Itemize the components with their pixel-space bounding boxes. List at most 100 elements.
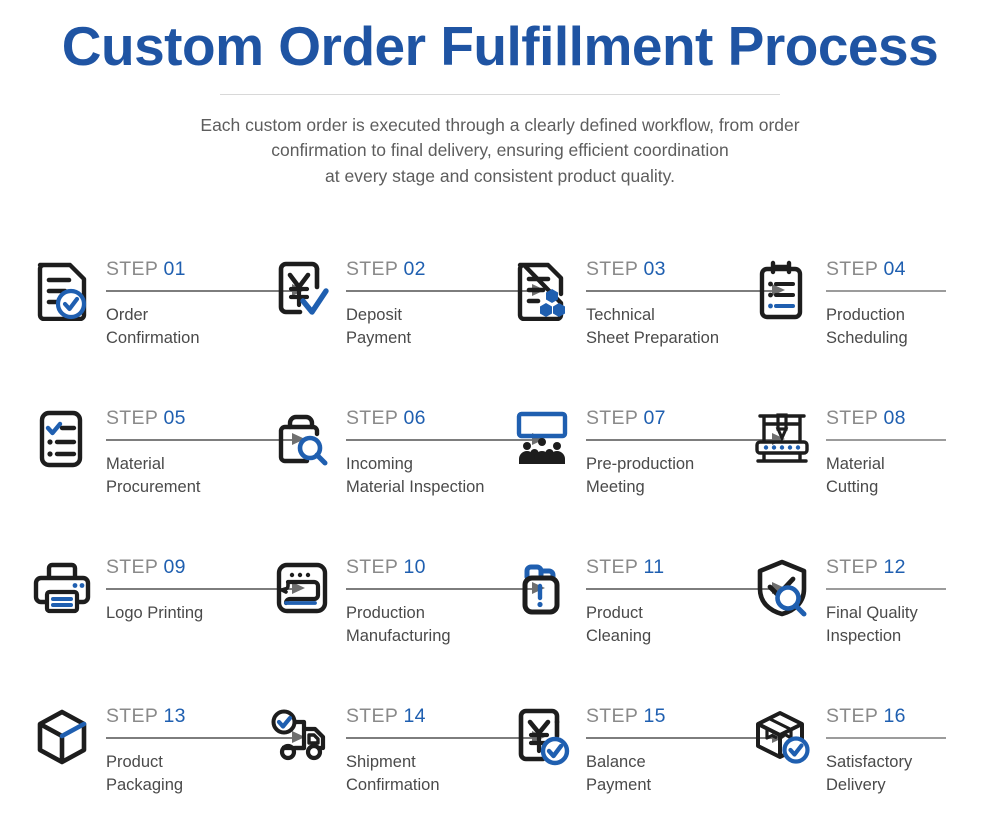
- step-label: STEP 08: [826, 407, 906, 429]
- printer-icon: [28, 552, 96, 624]
- presentation-audience-icon: [508, 403, 576, 475]
- step-description-line-1: Final Quality: [826, 604, 918, 622]
- step-number: 14: [403, 705, 426, 727]
- cutting-machine-icon: [748, 403, 816, 475]
- step-label: STEP 03: [586, 259, 666, 280]
- step-word: STEP: [826, 258, 878, 280]
- cube-icon: [28, 701, 96, 773]
- step-word: STEP: [106, 705, 158, 727]
- step-word: STEP: [346, 556, 398, 578]
- title-divider: [220, 93, 780, 95]
- page-subtitle: Each custom order is executed through a …: [100, 113, 900, 190]
- step-description-line-2: Payment: [346, 328, 412, 347]
- step-divider: [826, 737, 946, 739]
- step-description-line-1: Deposit: [346, 306, 402, 324]
- subtitle-line-1: Each custom order is executed through a …: [200, 114, 800, 135]
- step-description-line-2: Cleaning: [586, 626, 652, 645]
- subtitle-line-2: confirmation to final delivery, ensuring…: [271, 140, 729, 161]
- step-description-line-2: Procurement: [106, 477, 201, 496]
- step-label: STEP 02: [346, 259, 426, 280]
- step-number: 13: [163, 705, 186, 727]
- flow-arrow-head-icon: [292, 582, 305, 594]
- step-number: 01: [163, 258, 186, 280]
- step-number: 04: [883, 258, 906, 280]
- sewing-machine-icon: [268, 552, 336, 624]
- subtitle-line-3: at every stage and consistent product qu…: [325, 166, 675, 187]
- step-number: 11: [643, 556, 665, 578]
- step-label: STEP 01: [106, 258, 186, 280]
- step-description-line-1: Incoming: [346, 455, 413, 473]
- step-description-line-2: Delivery: [826, 775, 886, 794]
- step-word: STEP: [586, 556, 638, 578]
- flow-arrow-line: [346, 737, 534, 739]
- step-divider: [826, 439, 946, 441]
- step-word: STEP: [346, 407, 398, 429]
- flow-arrow-line: [586, 439, 774, 441]
- flow-arrow-line: [346, 588, 534, 590]
- step-label: STEP 09: [106, 556, 186, 578]
- flow-arrow-line: [586, 290, 774, 292]
- step-number: 12: [883, 556, 906, 578]
- step-number: 16: [883, 705, 906, 727]
- yen-check-icon: [268, 254, 336, 326]
- page-title: Custom Order Fulfillment Process: [61, 15, 939, 77]
- flow-arrow-line: [346, 290, 534, 292]
- step-description-line-1: Pre-production: [586, 455, 695, 473]
- step-description-line-2: Manufacturing: [346, 626, 451, 645]
- step-word: STEP: [826, 407, 878, 429]
- step-description-line-2: Payment: [586, 775, 652, 794]
- flow-arrow-line: [106, 290, 294, 292]
- flow-arrow-line: [346, 439, 534, 441]
- cleaning-bottle-icon: [508, 552, 576, 624]
- step-description-line-2: Packaging: [106, 775, 184, 794]
- clipboard-list-icon: [748, 254, 816, 326]
- step-word: STEP: [106, 407, 158, 429]
- step-number: 08: [883, 407, 906, 429]
- document-check-icon: [28, 254, 96, 326]
- step-label: STEP 15: [586, 706, 666, 727]
- step-description-line-1: Satisfactory: [826, 753, 913, 771]
- step-description-line-1: Product: [586, 604, 643, 622]
- flow-arrow-line: [586, 588, 774, 590]
- step-number: 09: [163, 556, 186, 578]
- step-description-line-1: Shipment: [346, 753, 416, 771]
- step-description-line-1: Product: [106, 753, 163, 771]
- flow-arrow-line: [586, 737, 774, 739]
- step-label: STEP 05: [106, 407, 186, 429]
- yen-circle-check-icon: [508, 701, 576, 773]
- step-description-line-1: Order: [106, 306, 149, 324]
- document-hexagons-icon: [508, 254, 576, 326]
